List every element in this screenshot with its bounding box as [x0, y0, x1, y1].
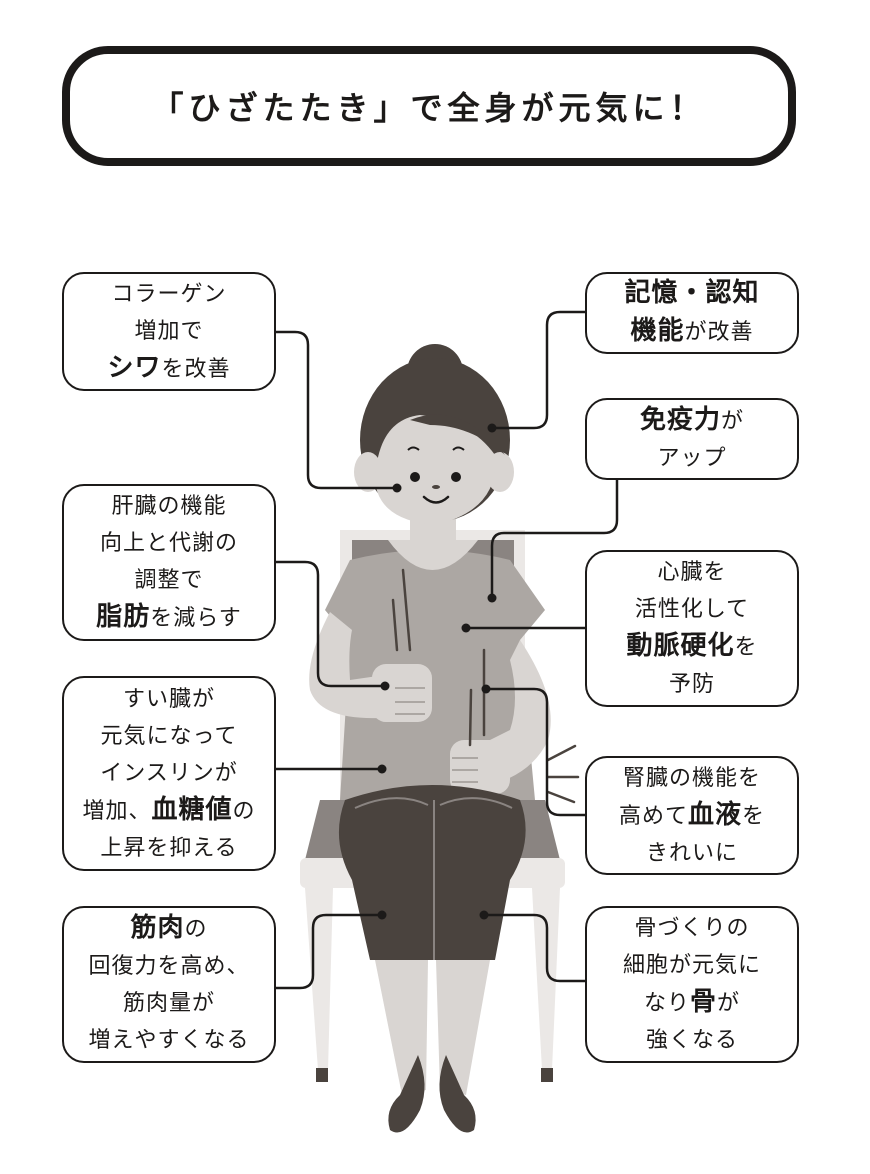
callout-text: を: [742, 803, 766, 829]
callout-line: 骨づくりの: [634, 910, 749, 947]
callout-text: の: [184, 917, 208, 942]
callout-line: 上昇を抑える: [100, 830, 237, 867]
callout-line: アップ: [657, 440, 726, 477]
callout-text: 調整で: [134, 568, 204, 593]
callout-line: 強くなる: [646, 1022, 738, 1059]
callout-liver-fat: 肝臓の機能向上と代謝の調整で脂肪を減らす: [62, 484, 276, 641]
callout-line: 元気になって: [101, 718, 238, 755]
callout-line: 増えやすくなる: [88, 1022, 249, 1059]
callout-text: 高めて: [618, 803, 688, 829]
callout-line: 活性化して: [635, 591, 749, 628]
pants: [338, 785, 526, 960]
callout-bone: 骨づくりの細胞が元気になり骨が強くなる: [585, 906, 799, 1063]
callout-text: が: [721, 408, 745, 434]
callout-text: 増加で: [134, 318, 204, 344]
callout-line: 増加、血糖値の: [82, 792, 255, 830]
callout-line: 記憶・認知: [624, 275, 759, 313]
callout-text: 強くなる: [645, 1028, 738, 1053]
callout-heart-arteriosclerosis: 心臓を活性化して動脈硬化を予防: [585, 550, 799, 707]
callout-line: 腎臓の機能を: [623, 760, 761, 797]
callout-text: 活性化して: [634, 597, 750, 622]
legs: [375, 960, 428, 1095]
callout-text: アップ: [657, 445, 727, 471]
right-fist: [372, 664, 432, 722]
callout-line: 高めて血液を: [619, 797, 765, 835]
callout-text: 向上と代謝の: [99, 531, 238, 556]
callout-line: 心臓を: [657, 554, 726, 591]
callout-line: 機能が改善: [630, 313, 753, 351]
callout-line: インスリンが: [100, 755, 238, 792]
callout-text: が: [717, 991, 741, 1016]
callout-text: を改善: [161, 356, 231, 382]
callout-text: なり: [643, 991, 690, 1016]
callout-text: すい臓が: [122, 686, 215, 712]
callout-line: 脂肪を減らす: [96, 599, 242, 637]
emphasis-text: 動脈硬化: [626, 631, 735, 661]
callout-text: 増えやすくなる: [88, 1028, 250, 1053]
callout-line: 向上と代謝の: [100, 525, 238, 562]
page-title: 「ひざたたき」で全身が元気に！: [151, 89, 707, 127]
callout-text: 細胞が元気に: [622, 953, 761, 978]
callout-text: 増加、: [82, 798, 152, 824]
callout-text: 腎臓の機能を: [622, 765, 761, 791]
title-banner: 「ひざたたき」で全身が元気に！: [62, 46, 796, 166]
callout-line: シワを改善: [107, 350, 230, 388]
emphasis-text: 血液: [687, 799, 742, 830]
emphasis-text: 記憶・認知: [624, 278, 760, 308]
connector-dots: [377, 423, 497, 920]
callout-text: 骨づくりの: [634, 916, 750, 941]
callout-text: 予防: [668, 672, 715, 697]
emphasis-text: シワ: [107, 352, 162, 383]
connector-lines: [276, 310, 619, 990]
left-fist: [450, 740, 510, 794]
callout-text: 心臓を: [657, 560, 727, 585]
callout-text: 回復力を高め、: [88, 954, 250, 979]
callout-pancreas-blood-sugar: すい臓が元気になってインスリンが増加、血糖値の上昇を抑える: [62, 676, 276, 871]
callout-line: すい臓が: [123, 681, 215, 718]
callout-muscle: 筋肉の回復力を高め、筋肉量が増えやすくなる: [62, 906, 276, 1063]
callout-text: コラーゲン: [111, 281, 227, 307]
callout-line: きれいに: [646, 835, 738, 872]
callout-text: 筋肉量が: [122, 991, 215, 1016]
callout-text: が改善: [684, 320, 754, 345]
callout-line: 予防: [669, 666, 715, 703]
callout-line: 細胞が元気に: [623, 947, 761, 984]
callout-line: 動脈硬化を: [626, 628, 757, 666]
callout-skin-wrinkles: コラーゲン増加でシワを改善: [62, 272, 276, 391]
callout-memory-cognition: 記憶・認知機能が改善: [585, 272, 799, 354]
shirt: [325, 550, 545, 800]
emphasis-text: 血糖値: [151, 794, 233, 825]
callout-line: 免疫力が: [640, 402, 744, 440]
callout-line: 筋肉の: [130, 910, 207, 948]
callout-text: を: [734, 635, 758, 660]
callout-line: 回復力を高め、: [88, 948, 249, 985]
emphasis-text: 機能: [630, 316, 685, 346]
right-shoe: [439, 1055, 476, 1133]
callout-text: 上昇を抑える: [100, 835, 238, 861]
callout-text: 肝臓の機能: [111, 494, 227, 519]
emphasis-text: 筋肉: [130, 913, 185, 943]
callout-immunity: 免疫力がアップ: [585, 398, 799, 480]
head: [354, 344, 514, 525]
emphasis-text: 脂肪: [96, 602, 151, 632]
callout-text: 元気になって: [100, 723, 238, 749]
callout-line: 筋肉量が: [123, 985, 215, 1022]
emphasis-text: 免疫力: [639, 404, 721, 435]
callout-text: を減らす: [150, 606, 242, 631]
callout-kidney-blood: 腎臓の機能を高めて血液をきれいに: [585, 756, 799, 875]
callout-line: 調整で: [134, 562, 203, 599]
callout-line: 肝臓の機能: [111, 488, 226, 525]
emphasis-text: 骨: [689, 987, 717, 1017]
callout-text: の: [232, 798, 256, 824]
callout-text: きれいに: [645, 840, 738, 866]
callout-line: コラーゲン: [111, 276, 226, 313]
callout-line: 増加で: [134, 313, 203, 350]
callout-line: なり骨が: [644, 984, 740, 1022]
callout-text: インスリンが: [100, 760, 238, 786]
left-shoe: [388, 1055, 425, 1133]
